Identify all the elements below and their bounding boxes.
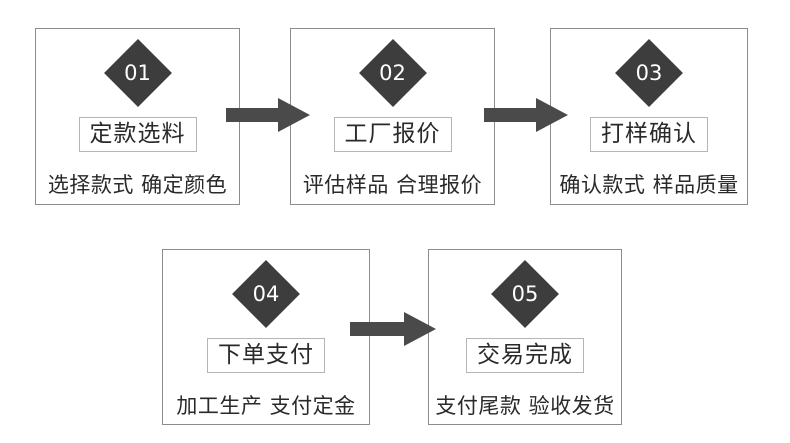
step-title-05: 交易完成 <box>466 338 584 374</box>
step-number-04: 04 <box>252 282 280 306</box>
step-number-05: 05 <box>511 282 539 306</box>
step-number-03: 03 <box>635 61 663 85</box>
step-box-02[interactable]: 02 工厂报价 评估样品 合理报价 <box>290 28 495 205</box>
step-title-04: 下单支付 <box>207 338 325 374</box>
step-caption-02: 评估样品 合理报价 <box>302 173 483 197</box>
step-title-wrap-05: 交易完成 <box>429 338 621 374</box>
step-box-03[interactable]: 03 打样确认 确认款式 样品质量 <box>550 28 748 205</box>
step-title-wrap-04: 下单支付 <box>163 338 369 374</box>
arrow-04-to-05 <box>350 312 436 346</box>
step-caption-05: 支付尾款 验收发货 <box>435 394 615 418</box>
arrow-02-to-03 <box>484 98 568 132</box>
step-title-wrap-02: 工厂报价 <box>291 117 494 153</box>
step-caption-01: 选择款式 确定颜色 <box>47 173 228 197</box>
step-caption-04: 加工生产 支付定金 <box>176 394 356 418</box>
step-title-03: 打样确认 <box>590 117 708 153</box>
step-title-wrap-03: 打样确认 <box>551 117 747 153</box>
step-title-01: 定款选料 <box>78 117 197 153</box>
step-box-04[interactable]: 04 下单支付 加工生产 支付定金 <box>162 249 370 425</box>
arrow-01-to-02 <box>226 98 310 132</box>
step-title-wrap-01: 定款选料 <box>36 117 239 153</box>
step-number-01: 01 <box>124 61 151 85</box>
step-number-02: 02 <box>379 61 406 85</box>
step-caption-03: 确认款式 样品质量 <box>559 173 739 197</box>
step-title-02: 工厂报价 <box>333 117 452 153</box>
step-box-01[interactable]: 01 定款选料 选择款式 确定颜色 <box>35 28 240 205</box>
step-box-05[interactable]: 05 交易完成 支付尾款 验收发货 <box>428 249 622 425</box>
